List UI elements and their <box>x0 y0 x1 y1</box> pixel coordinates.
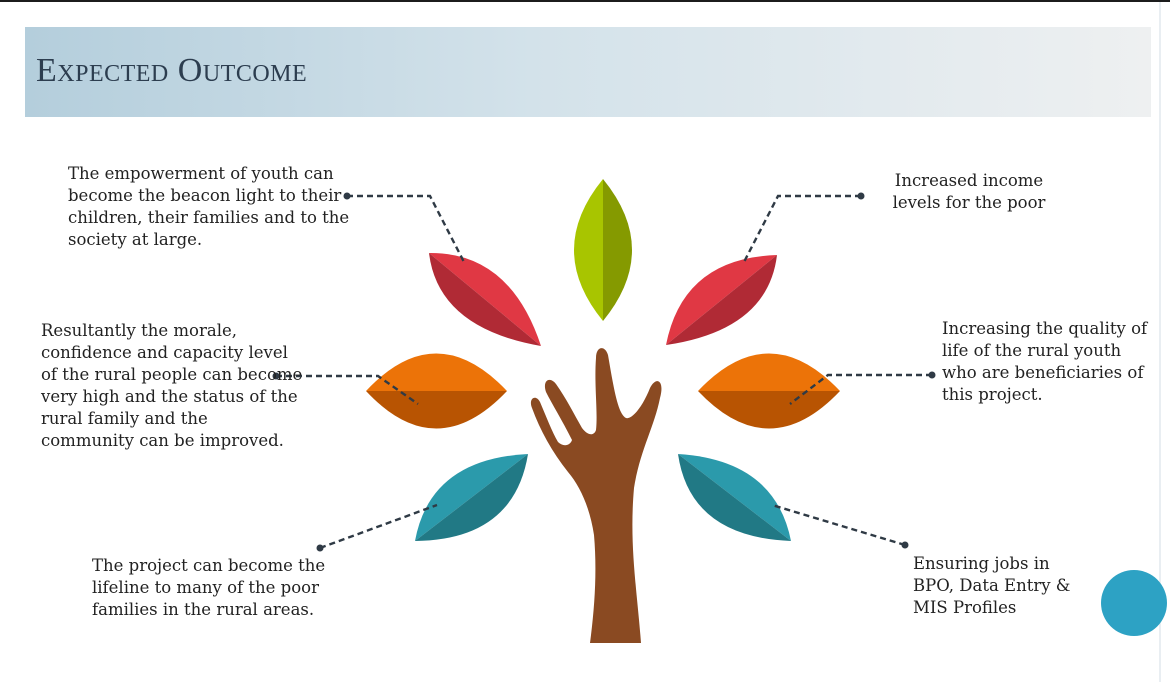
outcome-top-right: Increased income levels for the poor <box>892 171 1046 212</box>
connector-dot-top-left <box>343 192 351 200</box>
connector-dot-mid-left <box>272 372 280 380</box>
leaf-orange-left <box>366 353 507 429</box>
outcome-bottom-right: Ensuring jobs in BPO, Data Entry & MIS P… <box>913 554 1071 617</box>
page-title: Expected Outcome <box>36 52 308 89</box>
hand-trunk <box>530 348 662 643</box>
outcome-mid-right: Increasing the quality of life of the ru… <box>942 319 1148 404</box>
connector-bottom-right <box>771 503 906 547</box>
connector-mid-left <box>276 374 419 405</box>
title-banner: Expected Outcome <box>25 27 1151 117</box>
connector-dot-mid-right <box>928 371 936 379</box>
connector-top-left <box>347 194 466 263</box>
connector-top-right <box>742 194 861 263</box>
connector-mid-right <box>789 373 932 405</box>
leaf-teal-lower-right <box>678 454 791 541</box>
leaf-teal-lower-left <box>415 454 528 541</box>
connector-dot-bottom-left <box>316 544 324 552</box>
connector-bottom-left <box>319 503 438 550</box>
connector-dot-top-right <box>857 192 865 200</box>
right-border <box>1159 2 1161 682</box>
outcome-top-left: The empowerment of youth can become the … <box>68 164 350 249</box>
leaf-red-upper-left <box>429 252 541 346</box>
leaf-red-upper-right <box>666 255 777 345</box>
connector-dot-bottom-right <box>901 541 909 549</box>
accent-circle <box>1101 570 1167 636</box>
leaf-green-top <box>574 179 632 321</box>
top-border <box>0 0 1170 2</box>
leaf-orange-right <box>698 353 840 429</box>
outcome-mid-left: Resultantly the morale, confidence and c… <box>41 321 303 450</box>
outcome-bottom-left: The project can become the lifeline to m… <box>92 556 326 619</box>
